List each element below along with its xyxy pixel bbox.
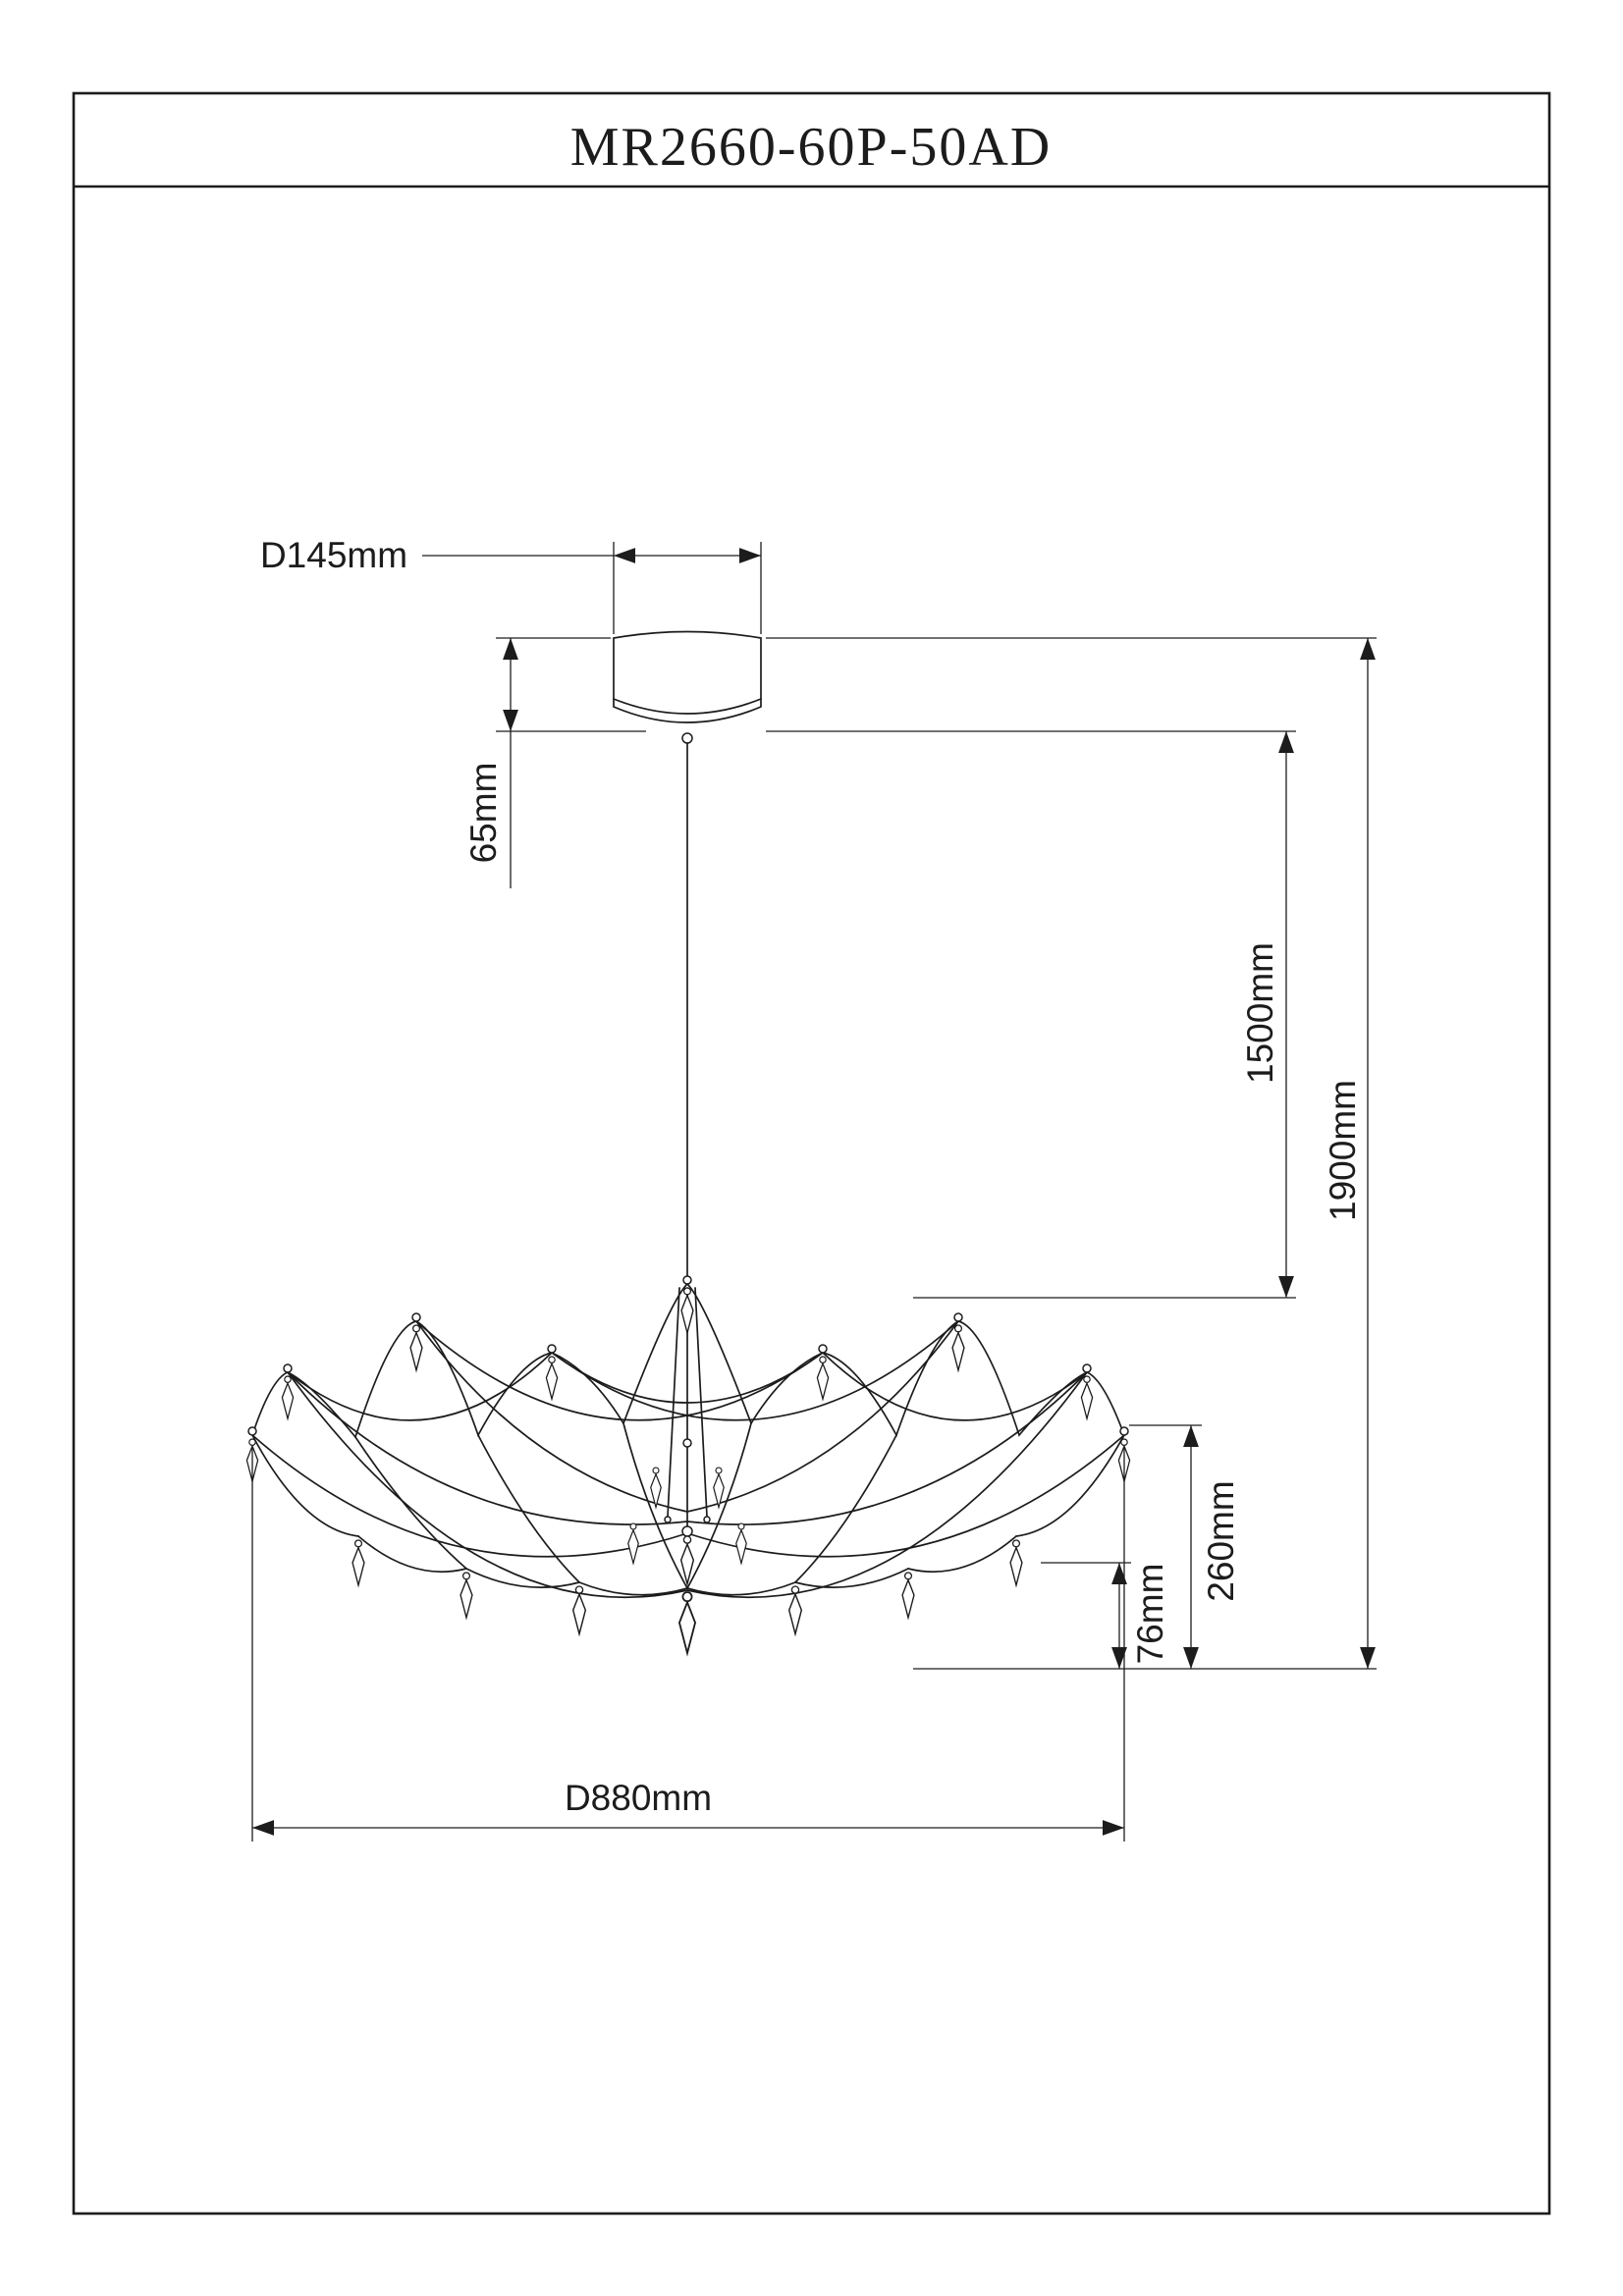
chandelier-body (245, 1275, 1131, 1655)
dimension-label-body-height: 260mm (1201, 1480, 1241, 1601)
dimension-label-overall-height: 1900mm (1323, 1080, 1363, 1221)
dimension-label-fixture-diameter: D880mm (565, 1778, 712, 1818)
drawing-border (72, 91, 1551, 2216)
dimension-canopy-diameter: D145mm (260, 535, 762, 634)
dimension-suspension-length: 1500mm (766, 730, 1296, 1299)
dimension-label-canopy-height: 65mm (463, 763, 504, 864)
dimension-canopy-height: 65mm (463, 637, 646, 888)
dimension-label-pendant-drop: 76mm (1130, 1564, 1170, 1665)
dimension-label-canopy-diameter: D145mm (260, 535, 407, 575)
dimension-fixture-diameter: D880mm (251, 1448, 1125, 1842)
model-number: MR2660-60P-50AD (570, 117, 1052, 178)
ceiling-canopy (613, 630, 762, 744)
dimension-overall-height: 1900mm (766, 637, 1377, 1670)
dimension-body-height: 260mm (1129, 1424, 1241, 1669)
dimension-label-suspension-length: 1500mm (1240, 942, 1280, 1084)
dimension-pendant-drop: 76mm (1041, 1562, 1170, 1669)
